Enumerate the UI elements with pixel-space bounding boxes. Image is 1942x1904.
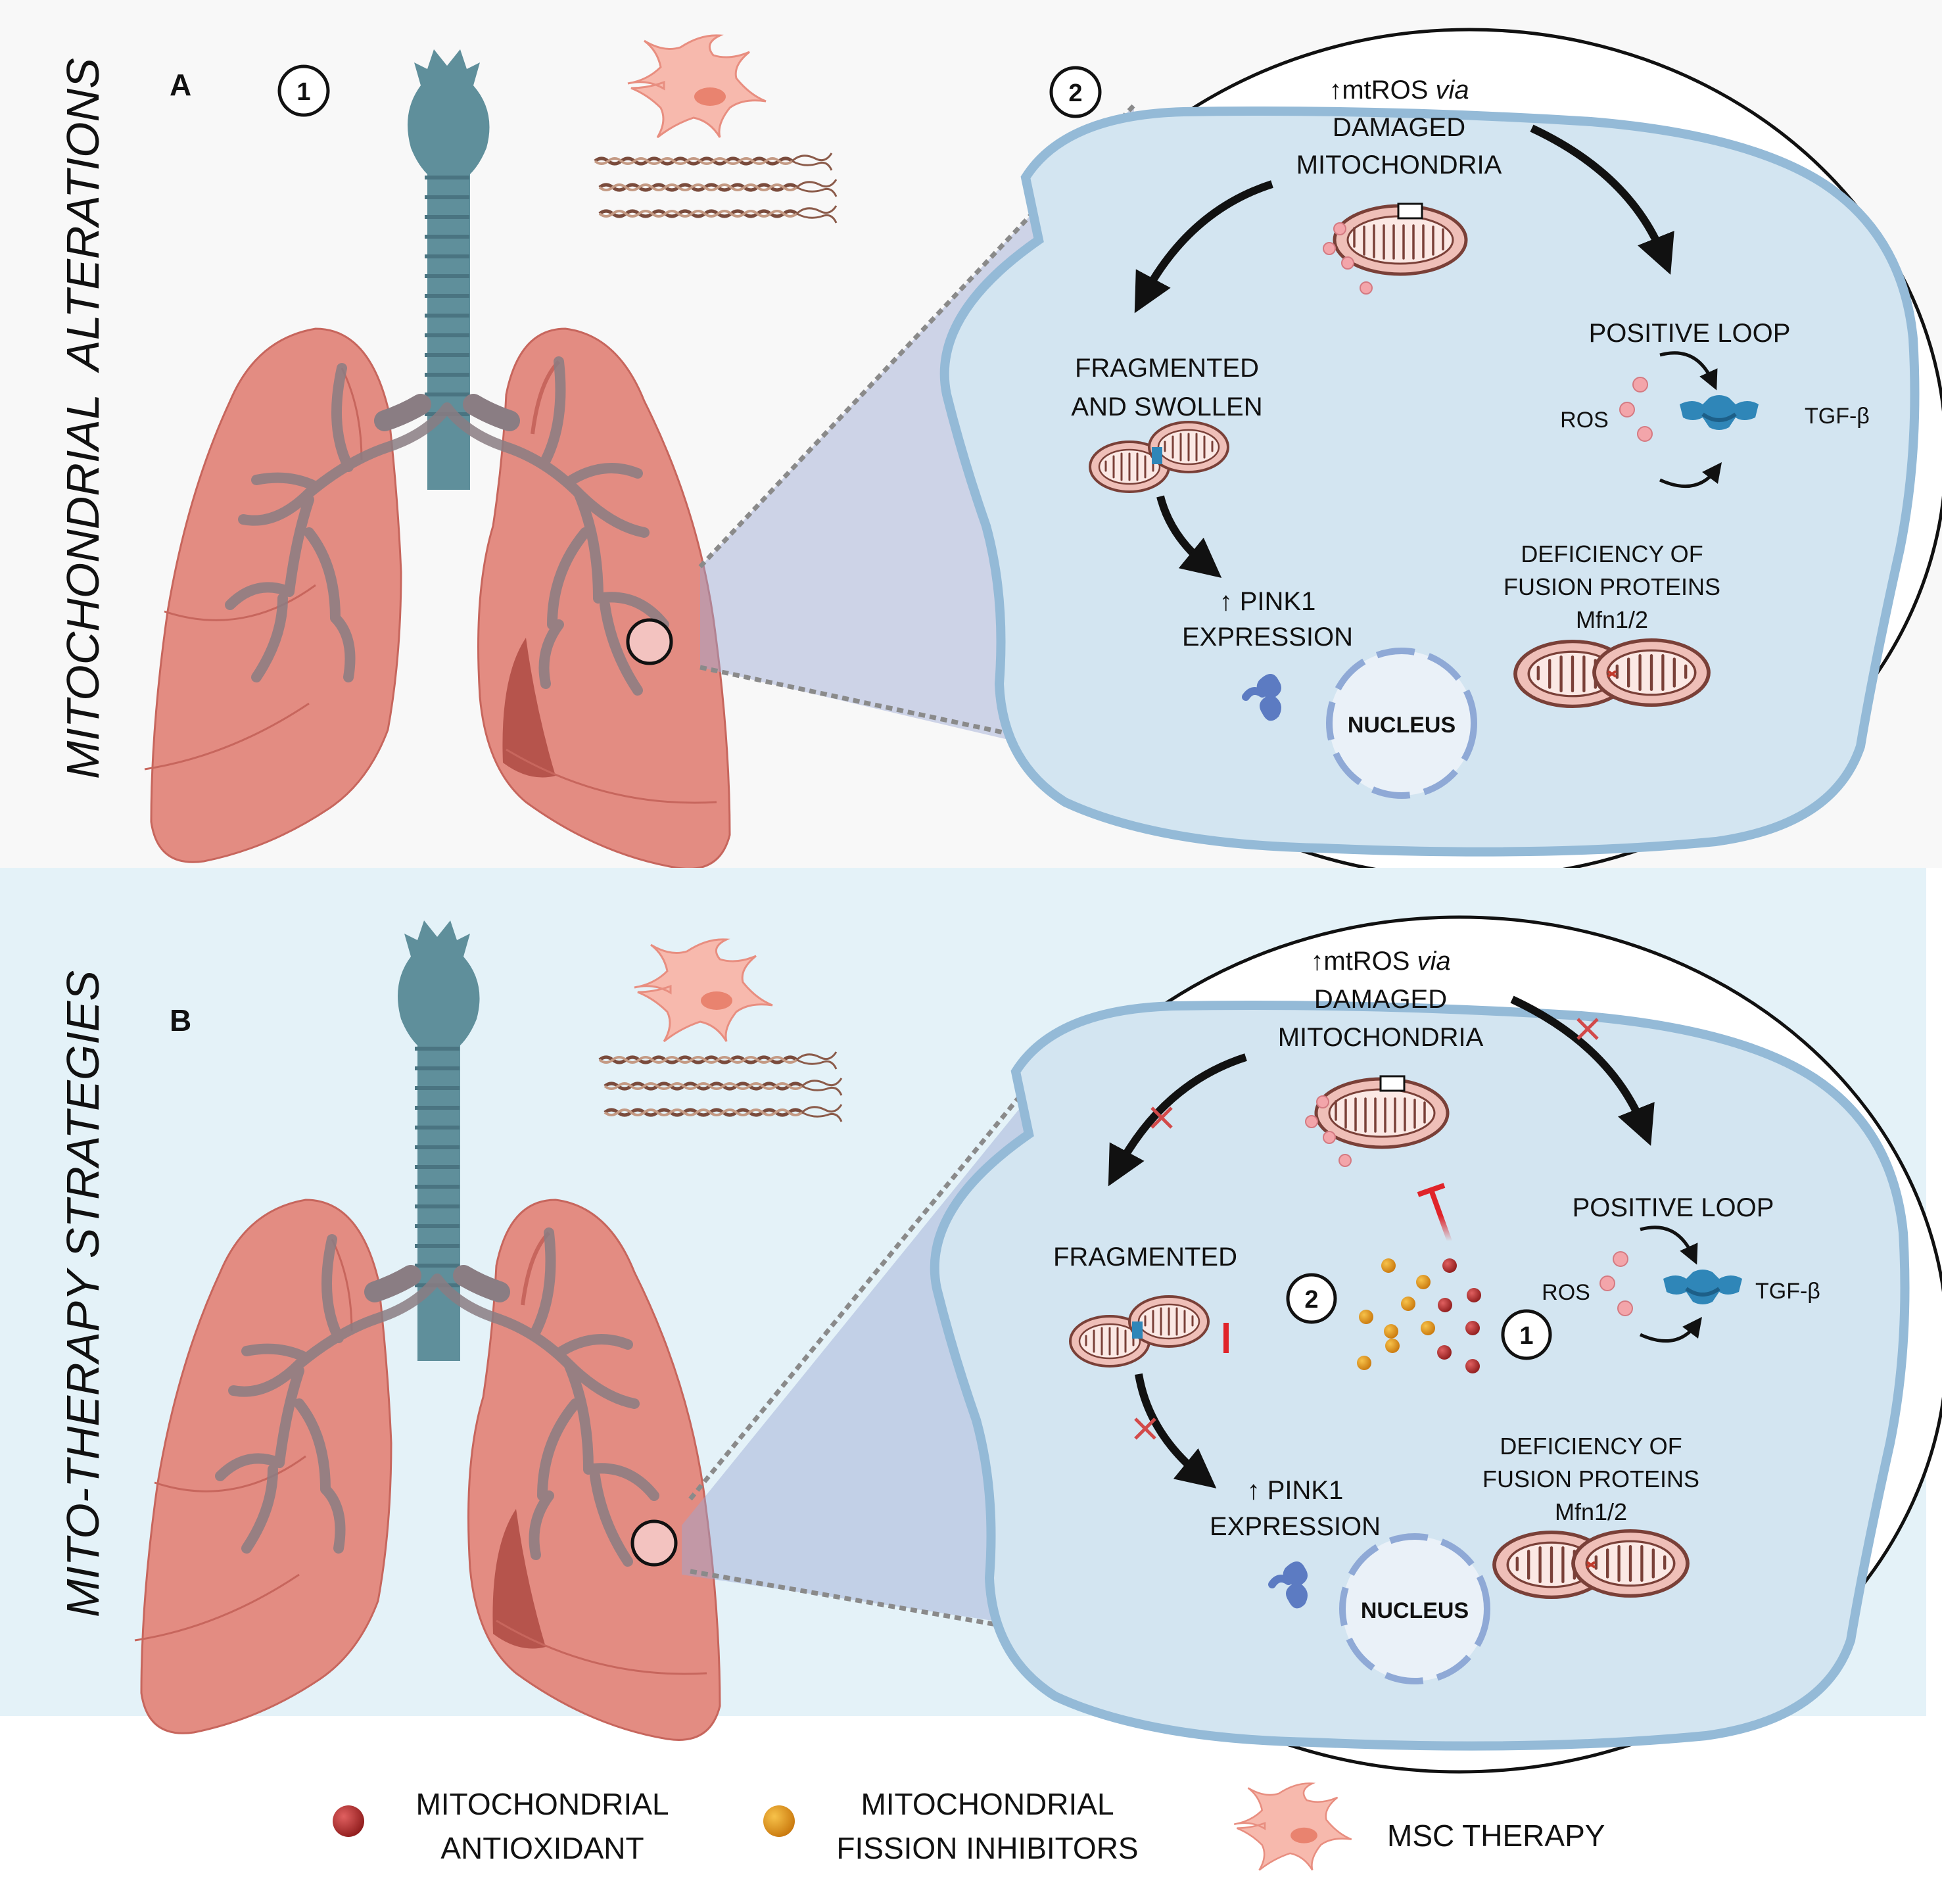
- panel-b-ros-dots: [1599, 1251, 1633, 1316]
- panel-a-fusion-deficient-mitochondria: [1515, 640, 1709, 707]
- panel-a-pink1-line1: ↑ PINK1: [1220, 587, 1316, 616]
- panel-b-tgf: TGF-β: [1755, 1279, 1820, 1304]
- panel-a-arrow-pink1: [1156, 495, 1222, 579]
- panel-b-mtros-line3: MITOCHONDRIA: [1278, 1023, 1484, 1052]
- panel-b-fission-inhibitor-particles: [1357, 1258, 1435, 1370]
- svg-text:MITOCHONDRIAL: MITOCHONDRIAL: [861, 1787, 1114, 1821]
- panel-b-fusion-deficient-mitochondria: [1494, 1531, 1688, 1598]
- panel-a-damaged-mitochondrion: [1323, 202, 1466, 295]
- panel-b-fragmented: FRAGMENTED: [1053, 1243, 1237, 1272]
- svg-text:ANTIOXIDANT: ANTIOXIDANT: [440, 1831, 644, 1865]
- panel-a-positive-loop: POSITIVE LOOP: [1589, 319, 1791, 348]
- panel-b-arrow-pink1: [1135, 1373, 1217, 1488]
- panel-b-mtros-line2: DAMAGED: [1314, 985, 1447, 1014]
- svg-text:MITOCHONDRIAL: MITOCHONDRIAL: [415, 1787, 669, 1821]
- panel-a-deficiency-line2: FUSION PROTEINS: [1504, 573, 1720, 600]
- panel-a-ros: ROS: [1560, 408, 1609, 433]
- panel-b-damaged-mitochondrion: [1305, 1075, 1448, 1167]
- panel-b-inhibit-fission: [1223, 1323, 1305, 1353]
- panel-a-fragmented-mitochondria: [1089, 421, 1229, 493]
- panel-a-ros-dots: [1619, 377, 1653, 442]
- panel-a-loop-arrow-bottom: [1659, 462, 1722, 488]
- panel-b-deficiency-line2: FUSION PROTEINS: [1482, 1465, 1699, 1492]
- panel-b-zoom-spot: [630, 1519, 678, 1567]
- panel-b-pink1-line2: EXPRESSION: [1210, 1512, 1381, 1541]
- panel-a-mtros-line3: MITOCHONDRIA: [1296, 151, 1502, 179]
- panel-a-arrow-loop: [1530, 124, 1674, 275]
- panel-b-marker-1: 1: [1501, 1309, 1552, 1360]
- panel-a-marker-2: 2: [1049, 66, 1102, 118]
- panel-b-inhibit-ros: [1417, 1183, 1452, 1243]
- svg-text:1: 1: [1519, 1322, 1533, 1350]
- panel-b-positive-loop: POSITIVE LOOP: [1573, 1193, 1774, 1222]
- svg-text:1: 1: [296, 78, 310, 106]
- svg-text:2: 2: [1068, 80, 1082, 107]
- panel-a-mtros-line2: DAMAGED: [1333, 113, 1465, 142]
- panel-a-deficiency-line3: Mfn1/2: [1576, 606, 1648, 633]
- svg-text:NUCLEUS: NUCLEUS: [1361, 1598, 1469, 1623]
- panel-a-tgf: TGF-β: [1805, 404, 1870, 429]
- panel-a-fragmented-line2: AND SWOLLEN: [1071, 393, 1262, 421]
- panel-b-mtros-line1: ↑mtROS via: [1310, 947, 1450, 976]
- panel-b-loop-arrow-top: [1640, 1226, 1698, 1265]
- panel-b-ros: ROS: [1542, 1280, 1590, 1305]
- panel-b-letter: B: [170, 1003, 191, 1037]
- panel-a-nucleus: NUCLEUS: [1326, 648, 1477, 799]
- panel-b-pink1-line1: ↑ PINK1: [1247, 1476, 1344, 1505]
- panel-b-deficiency-line1: DEFICIENCY OF: [1500, 1433, 1682, 1460]
- svg-text:2: 2: [1304, 1286, 1318, 1314]
- panel-b-arrow-fragment: [1108, 1053, 1247, 1187]
- panel-b-marker-2: 2: [1286, 1273, 1337, 1324]
- legend: MITOCHONDRIAL ANTIOXIDANT MITOCHONDRIAL …: [333, 1782, 1605, 1871]
- svg-text:FISSION INHIBITORS: FISSION INHIBITORS: [836, 1831, 1138, 1865]
- panel-b-blocked-marks: [1134, 1018, 1599, 1440]
- panel-b-loop-arrow-bottom: [1639, 1317, 1703, 1343]
- panel-a-arrow-fragment: [1134, 180, 1273, 314]
- panel-a-fragmented-line1: FRAGMENTED: [1075, 354, 1259, 383]
- panel-b-deficiency-line3: Mfn1/2: [1555, 1498, 1627, 1525]
- panel-b-side-title: MITO-THERAPY STRATEGIES: [57, 970, 108, 1617]
- svg-text:NUCLEUS: NUCLEUS: [1348, 713, 1456, 738]
- panel-a-side-title: MITOCHONDRIAL ALTERATIONS: [57, 58, 108, 779]
- panel-a-marker-1: 1: [277, 64, 330, 117]
- legend-antioxidant: MITOCHONDRIAL ANTIOXIDANT: [333, 1787, 669, 1865]
- panel-a-letter: A: [170, 68, 191, 102]
- panel-b-fragmented-mitochondria: [1069, 1295, 1210, 1368]
- panel-b-antioxidant-particles: [1437, 1258, 1481, 1373]
- panel-a-loop-arrow-top: [1659, 351, 1718, 391]
- legend-msc-therapy: MSC THERAPY: [1233, 1782, 1605, 1871]
- panel-a-zoom-spot: [626, 618, 673, 665]
- panel-a-mtros-line1: ↑mtROS via: [1329, 76, 1469, 105]
- panel-a-deficiency-line1: DEFICIENCY OF: [1521, 540, 1703, 567]
- panel-a-pink1-line2: EXPRESSION: [1182, 623, 1353, 652]
- svg-text:MSC THERAPY: MSC THERAPY: [1387, 1819, 1605, 1853]
- panel-b-arrow-loop: [1510, 995, 1655, 1146]
- legend-fission-inhibitors: MITOCHONDRIAL FISSION INHIBITORS: [763, 1787, 1139, 1865]
- panel-b-nucleus: NUCLEUS: [1339, 1533, 1490, 1684]
